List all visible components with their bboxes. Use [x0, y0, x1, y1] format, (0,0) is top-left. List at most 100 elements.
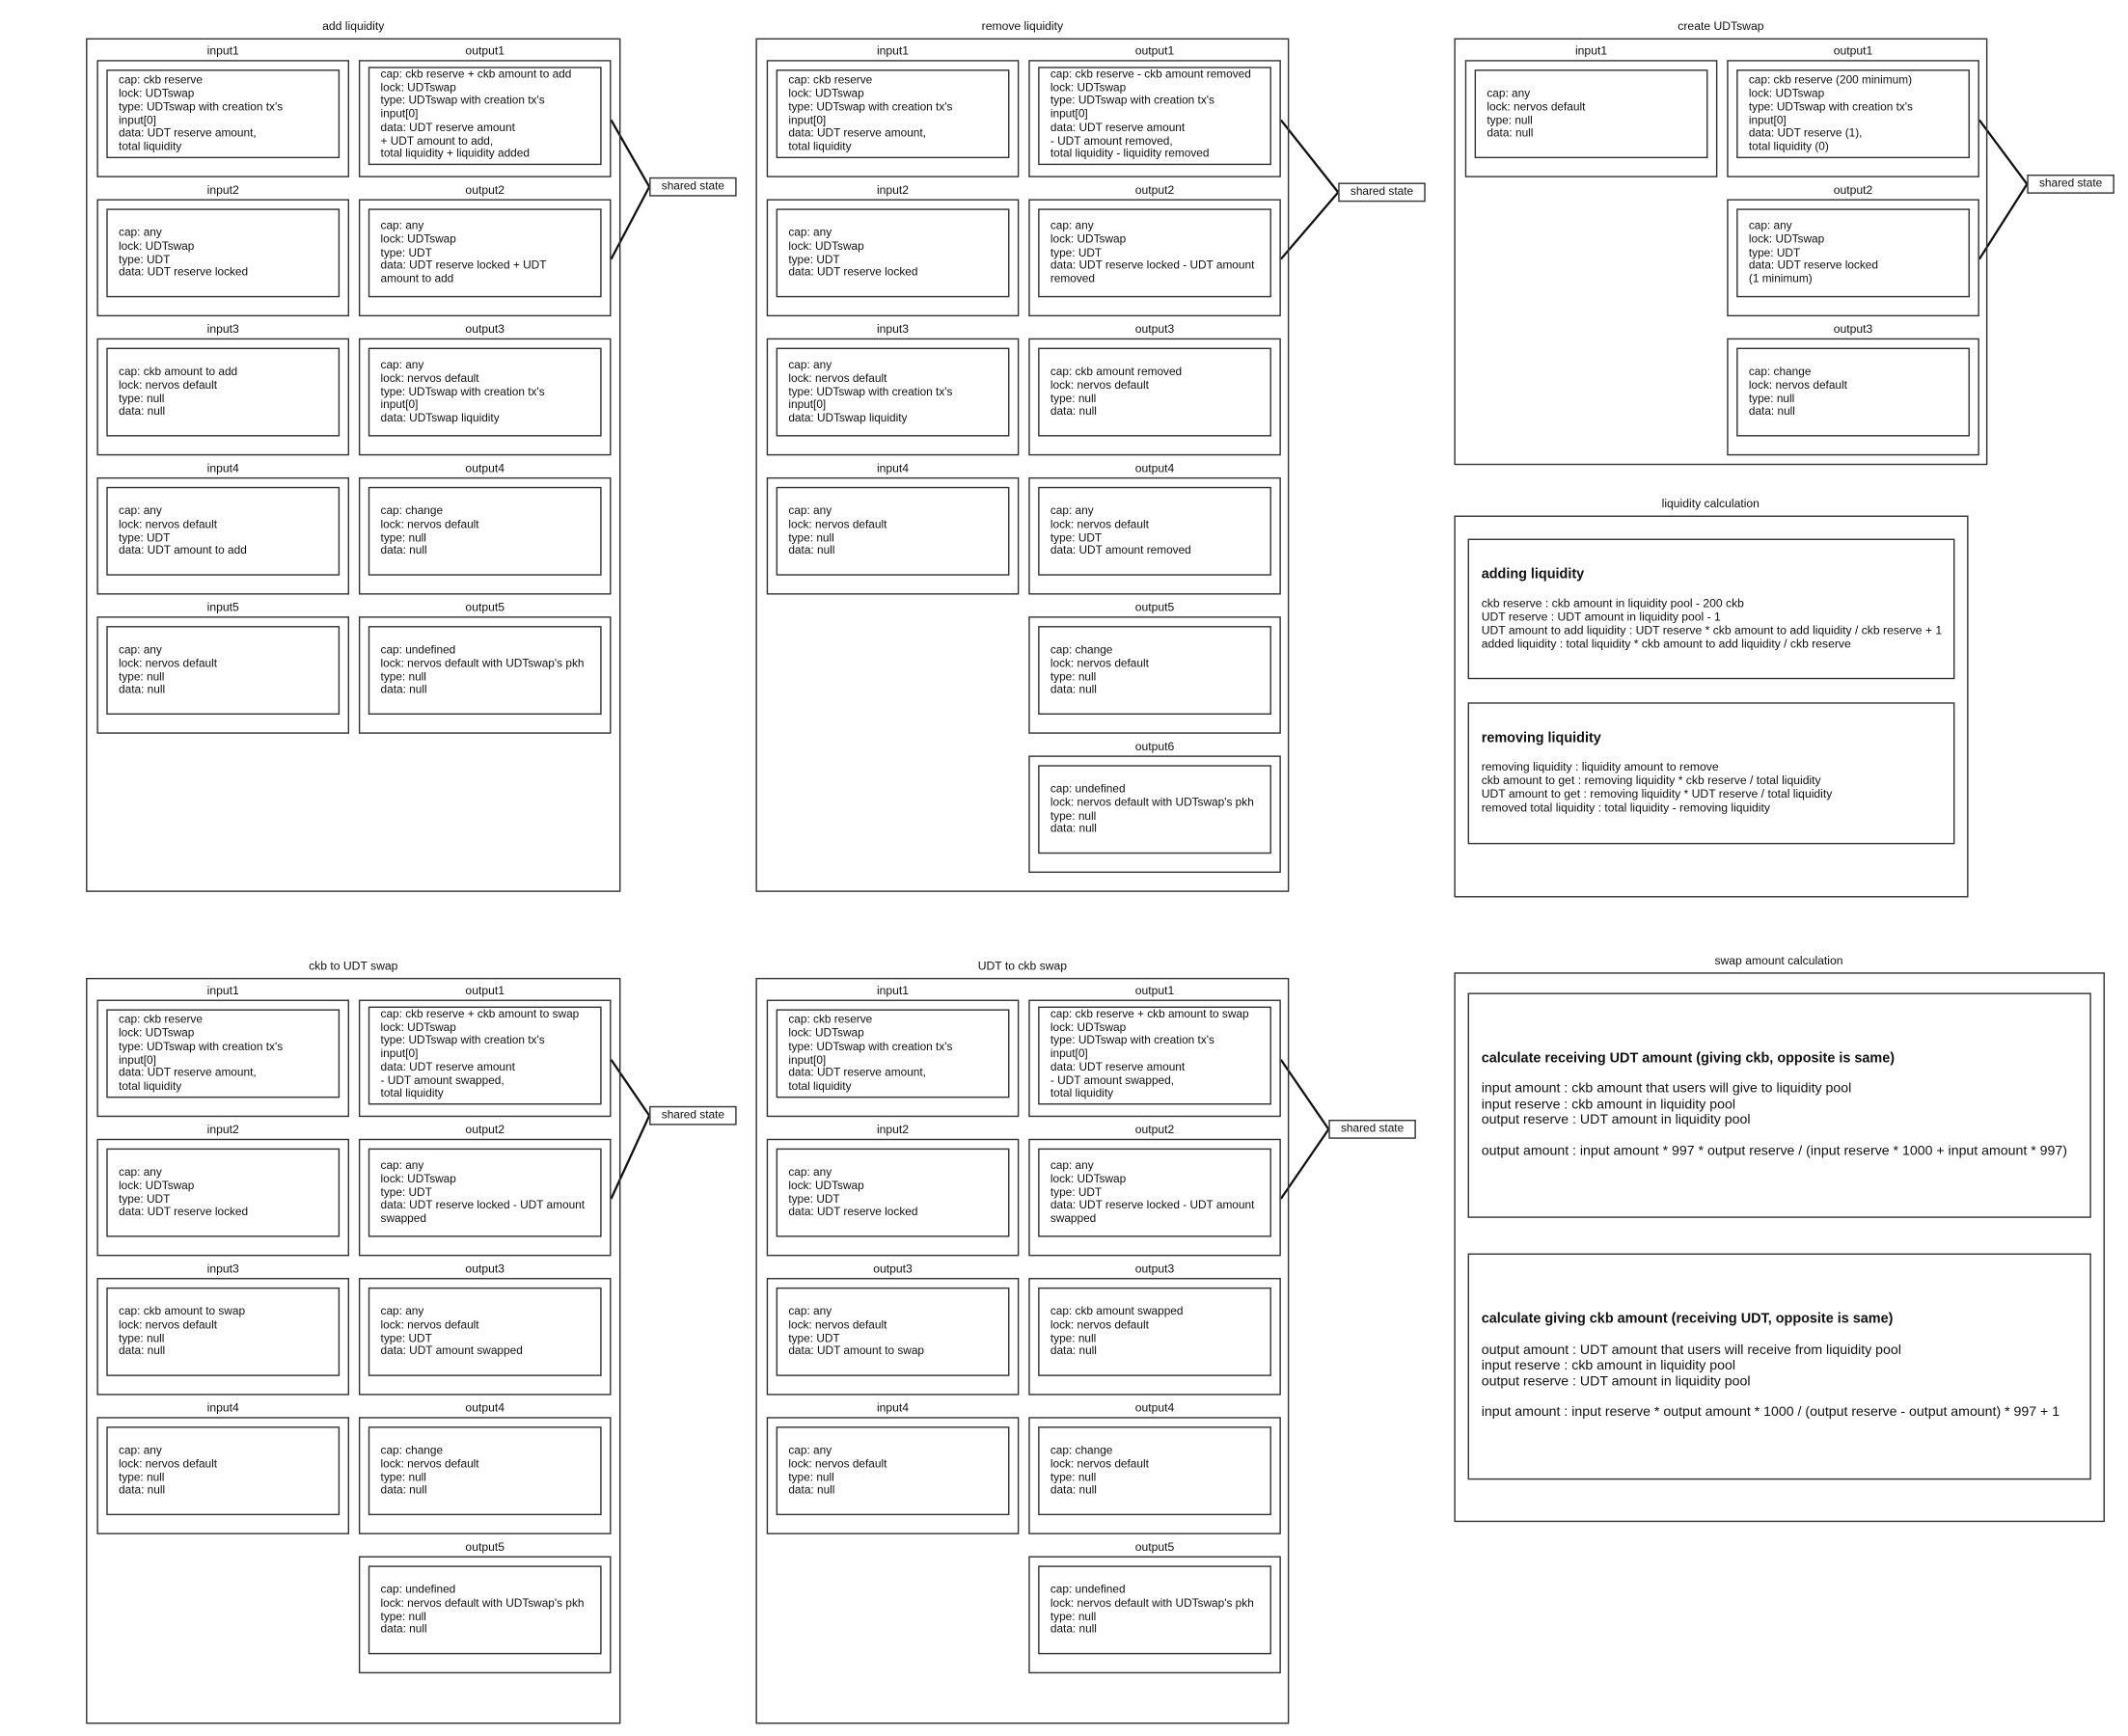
panel-title: add liquidity — [322, 18, 385, 33]
cell-field-line: type: UDTswap with creation tx's — [119, 1039, 284, 1053]
cell-field-line: cap: ckb reserve — [788, 72, 873, 87]
cell-label: output3 — [1134, 1261, 1175, 1276]
panel-title: remove liquidity — [981, 18, 1064, 33]
formula-line: removing liquidity : liquidity amount to… — [1481, 759, 1719, 773]
cell-field-line: cap: any — [380, 1304, 424, 1318]
cell-field-line: lock: UDTswap — [119, 86, 195, 100]
cell-field-line: cap: ckb reserve + ckb amount to add — [380, 67, 572, 81]
cell-field-line: type: null — [119, 1330, 165, 1344]
cell-field-line: type: null — [380, 1469, 426, 1483]
cell-field-line: lock: UDTswap — [119, 1178, 195, 1192]
cell-field-line: cap: any — [788, 357, 832, 371]
cell-field-line: type: UDTswap with creation tx's — [1050, 93, 1214, 107]
cell-field-line: total liquidity + liquidity added — [380, 146, 530, 160]
cell-field-line: data: UDTswap liquidity — [788, 410, 908, 424]
cell-field-line: removed — [1050, 271, 1095, 285]
cell-field-line: type: null — [1050, 1330, 1097, 1344]
adding-liquidity-heading: adding liquidity — [1481, 566, 1585, 583]
cell-field-line: data: UDT reserve amount — [1050, 120, 1186, 134]
cell-field-line: cap: any — [380, 357, 424, 371]
cell-field-line: data: null — [119, 682, 166, 696]
cell-label: output3 — [1833, 321, 1873, 336]
cell-field-line: data: null — [119, 1482, 166, 1497]
cell-fields: cap: ckb reserve (200 minimum)lock: UDTs… — [1736, 69, 1970, 159]
cell-field-line: data: null — [380, 1621, 427, 1636]
cell-field-line: data: UDT reserve (1), — [1748, 125, 1863, 140]
cell-field-line: swapped — [1050, 1210, 1097, 1225]
cell-field-line: total liquidity — [119, 139, 182, 153]
cell-field-line: cap: ckb reserve — [119, 1012, 203, 1026]
cell-label: output2 — [1833, 182, 1873, 197]
cell-field-line: data: null — [1050, 1343, 1097, 1358]
cell-field-line: cap: ckb reserve (200 minimum) — [1748, 72, 1913, 87]
cell-field-line: lock: UDTswap — [788, 1178, 864, 1192]
cell-label: input2 — [876, 1122, 910, 1136]
cell-field-line: lock: nervos default with UDTswap's pkh — [380, 655, 585, 670]
cell-field-line: cap: undefined — [380, 642, 456, 657]
cell-field-line: type: null — [1050, 391, 1097, 405]
cell-label: output3 — [1134, 321, 1175, 336]
transaction-panel-c2u — [86, 977, 621, 1724]
cell-field-line: cap: any — [788, 1304, 832, 1318]
cell-label: input4 — [206, 460, 239, 475]
transaction-panel-u2c — [755, 977, 1290, 1724]
cell-label: output5 — [465, 1539, 505, 1554]
cell-field-line: data: null — [380, 543, 427, 557]
panel-title: liquidity calculation — [1661, 496, 1760, 510]
formula-line: ckb amount to get : removing liquidity *… — [1481, 773, 1821, 787]
cell-label: output5 — [1134, 1539, 1175, 1554]
cell-label: output1 — [1134, 43, 1175, 58]
cell-label: output4 — [465, 1400, 505, 1415]
cell-field-line: type: UDT — [1050, 529, 1103, 544]
cell-field-line: cap: change — [1050, 642, 1113, 657]
formula-line: input reserve : ckb amount in liquidity … — [1481, 1097, 1736, 1113]
cell-field-line: cap: change — [1050, 1443, 1113, 1457]
cell-field-line: type: null — [1050, 1469, 1097, 1483]
cell-field-line: input[0] — [380, 396, 419, 412]
cell-field-line: cap: undefined — [1050, 1582, 1126, 1596]
cell-field-line: type: UDTswap with creation tx's — [1748, 98, 1913, 114]
swap-calculation-panel — [1454, 972, 2105, 1523]
removing-liquidity-heading: removing liquidity — [1481, 730, 1601, 746]
cell-field-line: type: UDT — [788, 1191, 840, 1206]
cell-field-line: type: UDTswap with creation tx's — [788, 384, 953, 398]
cell-field-line: lock: nervos default with UDTswap's pkh — [1050, 795, 1254, 809]
cell-label: input3 — [206, 1261, 239, 1276]
cell-field-line: amount to add — [380, 271, 454, 285]
cell-field-line: type: null — [119, 668, 165, 683]
cell-field-line: data: UDT reserve amount — [380, 120, 515, 134]
shared-state-box: shared state — [649, 1105, 737, 1126]
cell-field-line: data: null — [380, 682, 427, 696]
formula-line: output amount : UDT amount that users wi… — [1481, 1343, 1901, 1359]
cell-field-line: lock: nervos default — [1050, 516, 1149, 530]
cell-field-line: total liquidity (0) — [1748, 139, 1829, 153]
shared-state-connector — [1279, 119, 1340, 194]
cell-field-line: data: UDT reserve locked — [1748, 258, 1878, 272]
